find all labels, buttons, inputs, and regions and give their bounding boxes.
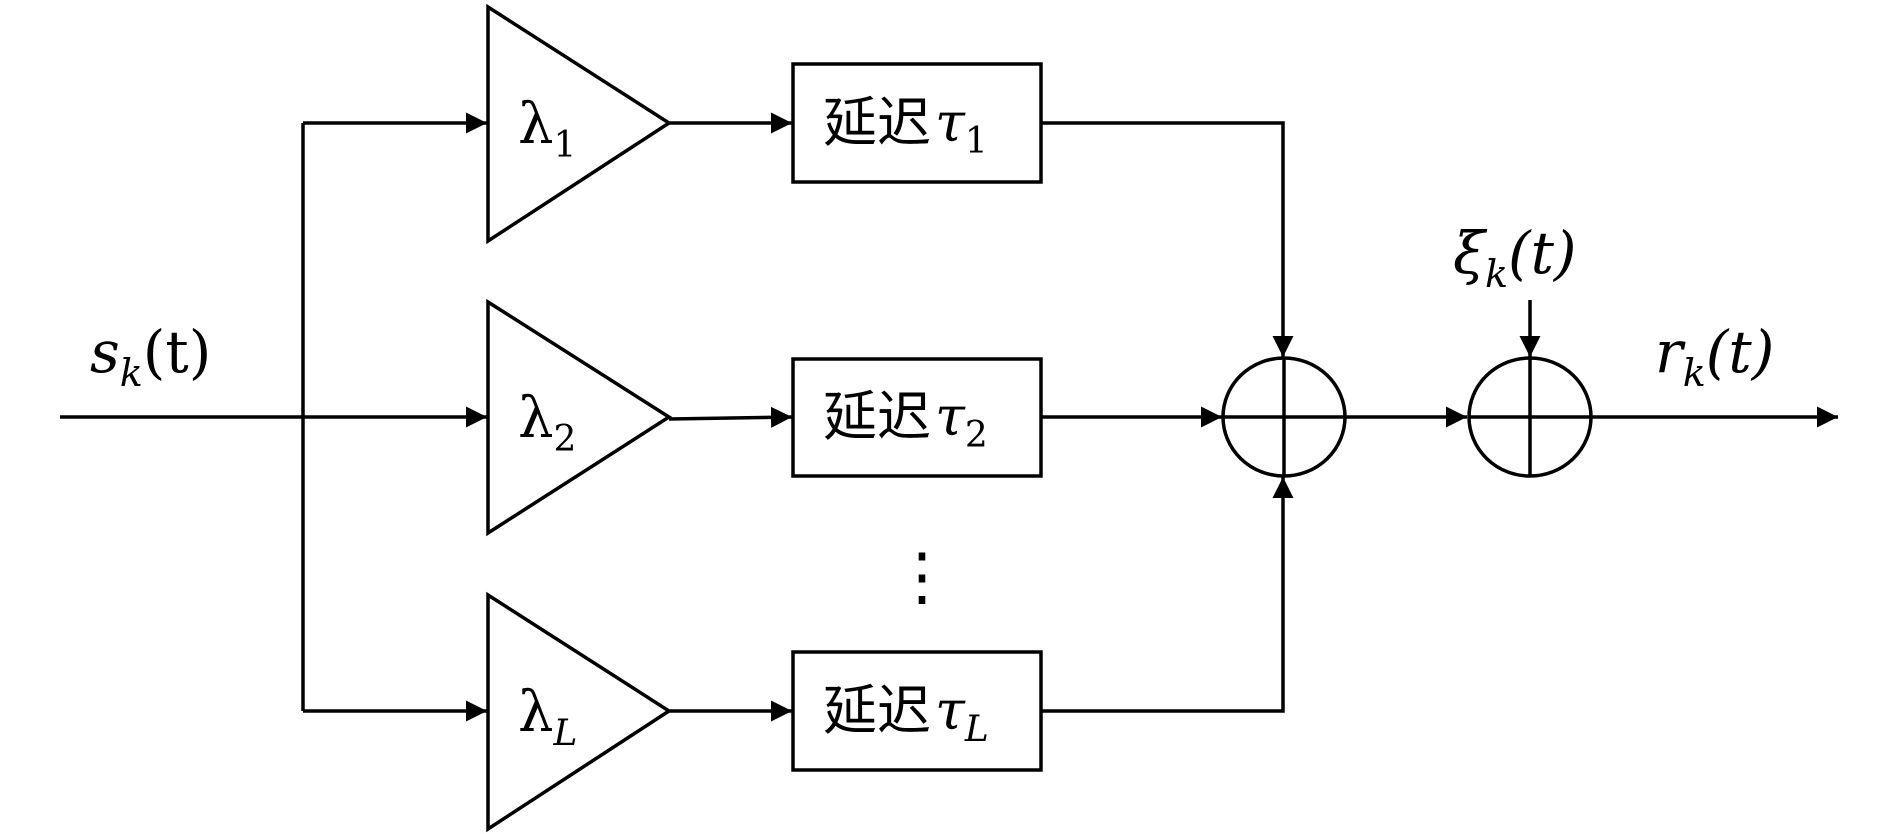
input-signal-label: sk(t)	[90, 318, 211, 395]
amplifier-L-gain-label: λL	[518, 680, 577, 754]
amp-2-to-delay-line	[668, 406, 793, 428]
noise-label: ξk(t)	[1453, 219, 1577, 296]
amplifier-1-gain-label: λ1	[518, 92, 576, 166]
amplifier-1-triangle	[486, 3, 673, 245]
delay-2-label: 延迟τ2	[823, 385, 988, 456]
delay-L-to-summer-line	[1041, 477, 1294, 713]
amplifier-2-gain-label: λ2	[518, 386, 576, 460]
delay-1-label: 延迟τ1	[823, 91, 988, 162]
branch-ellipsis: ⋮	[890, 540, 954, 614]
delay-L-label: 延迟τL	[823, 679, 989, 750]
output-signal-label: rk(t)	[1655, 318, 1774, 395]
amplifier-L-triangle	[486, 591, 673, 833]
amplifier-2-triangle	[486, 298, 673, 537]
delay-1-to-summer-line	[1041, 121, 1294, 357]
